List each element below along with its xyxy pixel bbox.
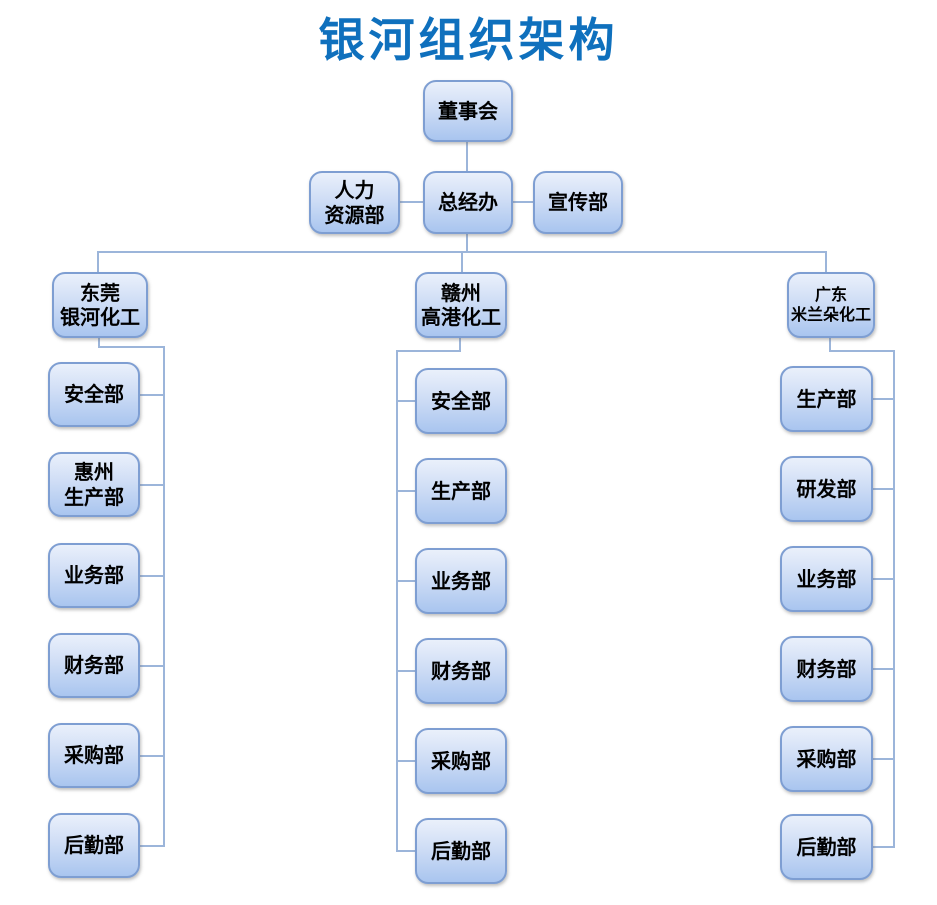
node-label: 宣传部 — [548, 190, 608, 215]
node-label: 财务部 — [796, 656, 857, 681]
node-label: 赣州 高港化工 — [421, 280, 501, 329]
node-board-of-directors[interactable]: 董事会 — [423, 80, 513, 142]
connector-line — [396, 350, 398, 852]
node-label: 人力 资源部 — [324, 178, 385, 227]
node-label: 后勤部 — [431, 838, 491, 863]
node-finance-dept[interactable]: 财务部 — [48, 633, 140, 698]
connector-line — [140, 845, 165, 847]
connector-line — [459, 338, 461, 352]
node-label: 财务部 — [64, 653, 124, 678]
node-purchasing-dept[interactable]: 采购部 — [48, 723, 140, 788]
node-label: 业务部 — [64, 563, 124, 588]
connector-line — [140, 665, 165, 667]
node-logistics-dept[interactable]: 后勤部 — [415, 818, 507, 884]
node-label: 董事会 — [438, 98, 498, 123]
node-business-dept[interactable]: 业务部 — [415, 548, 507, 614]
connector-line — [873, 488, 895, 490]
node-label: 后勤部 — [64, 833, 124, 858]
node-label: 生产部 — [796, 386, 857, 411]
connector-line — [873, 398, 895, 400]
connector-line — [396, 760, 415, 762]
node-dongguan-galaxy-chemical[interactable]: 东莞 银河化工 — [52, 272, 148, 338]
node-publicity-department[interactable]: 宣传部 — [533, 171, 623, 234]
node-production-dept[interactable]: 生产部 — [780, 366, 873, 432]
node-label: 安全部 — [431, 388, 491, 413]
node-finance-dept[interactable]: 财务部 — [415, 638, 507, 704]
node-safety-dept[interactable]: 安全部 — [415, 368, 507, 434]
node-business-dept[interactable]: 业务部 — [48, 543, 140, 608]
connector-line — [396, 400, 415, 402]
node-rnd-dept[interactable]: 研发部 — [780, 456, 873, 522]
connector-line — [396, 490, 415, 492]
connector-line — [400, 201, 423, 203]
node-logistics-dept[interactable]: 后勤部 — [48, 813, 140, 878]
connector-line — [98, 346, 165, 348]
connector-line — [140, 394, 165, 396]
connector-line — [466, 142, 468, 172]
node-label: 惠州 生产部 — [64, 460, 124, 509]
node-purchasing-dept[interactable]: 采购部 — [780, 726, 873, 792]
connector-line — [466, 234, 468, 253]
connector-line — [829, 350, 895, 352]
connector-line — [396, 580, 415, 582]
connector-line — [873, 758, 895, 760]
connector-line — [893, 350, 895, 848]
node-logistics-dept[interactable]: 后勤部 — [780, 814, 873, 880]
node-label: 后勤部 — [796, 834, 857, 859]
node-label: 业务部 — [796, 566, 857, 591]
node-label: 采购部 — [64, 743, 124, 768]
node-label: 财务部 — [431, 658, 491, 683]
connector-line — [140, 755, 165, 757]
connector-line — [140, 484, 165, 486]
node-label: 安全部 — [64, 382, 124, 407]
node-finance-dept[interactable]: 财务部 — [780, 636, 873, 702]
node-huizhou-production-dept[interactable]: 惠州 生产部 — [48, 452, 140, 517]
node-label: 研发部 — [796, 476, 857, 501]
node-label: 采购部 — [796, 746, 857, 771]
node-purchasing-dept[interactable]: 采购部 — [415, 728, 507, 794]
chart-title: 银河组织架构 — [318, 13, 619, 67]
node-label: 业务部 — [431, 568, 491, 593]
node-label: 东莞 银河化工 — [60, 280, 140, 329]
connector-line — [163, 346, 165, 847]
node-label: 采购部 — [431, 748, 491, 773]
node-label: 生产部 — [431, 478, 491, 503]
node-general-manager-office[interactable]: 总经办 — [423, 171, 513, 234]
node-label: 广东 米兰朵化工 — [790, 285, 871, 324]
node-ganzhou-gaogang-chemical[interactable]: 赣州 高港化工 — [415, 272, 507, 338]
connector-line — [873, 578, 895, 580]
node-safety-dept[interactable]: 安全部 — [48, 362, 140, 427]
connector-line — [396, 350, 461, 352]
node-label: 总经办 — [438, 190, 498, 215]
connector-line — [461, 251, 463, 272]
connector-line — [97, 251, 99, 272]
node-production-dept[interactable]: 生产部 — [415, 458, 507, 524]
connector-line — [140, 575, 165, 577]
connector-line — [873, 846, 895, 848]
connector-line — [396, 670, 415, 672]
node-hr-department[interactable]: 人力 资源部 — [309, 171, 400, 234]
connector-line — [873, 668, 895, 670]
connector-line — [98, 338, 100, 348]
connector-line — [825, 251, 827, 273]
connector-line — [396, 850, 415, 852]
node-business-dept[interactable]: 业务部 — [780, 546, 873, 612]
node-guangdong-milanduo-chemical[interactable]: 广东 米兰朵化工 — [787, 272, 875, 338]
connector-line — [829, 338, 831, 352]
connector-line — [513, 201, 533, 203]
